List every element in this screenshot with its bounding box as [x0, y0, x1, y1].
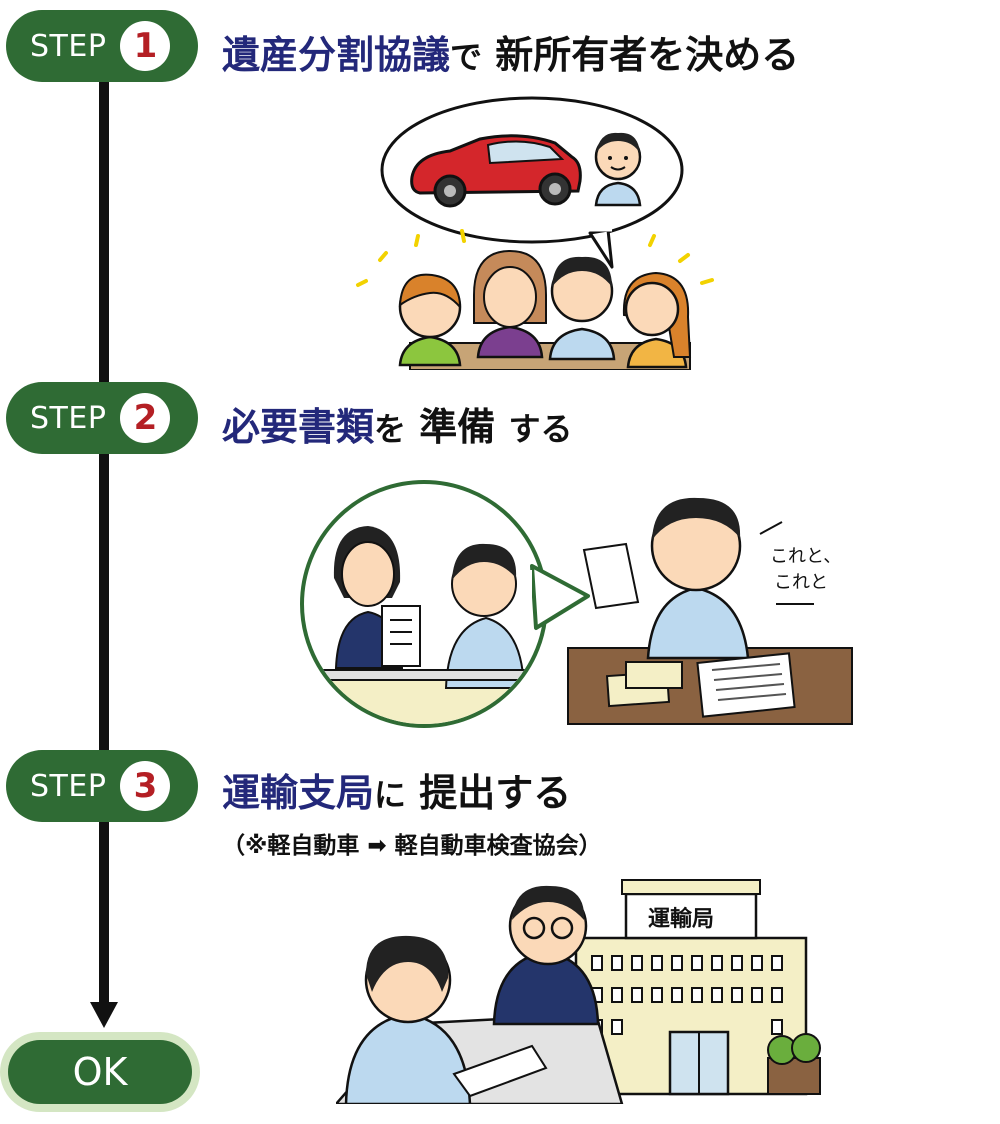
step-2-rest-b: する: [508, 410, 573, 448]
ok-badge-glow: OK: [0, 1032, 200, 1112]
step-1-family-meeting-illustration: [356, 96, 714, 370]
step-2-heading: 必要書類を 準備 する: [222, 396, 573, 451]
step-2-document-preparation-illustration: これと、 これと: [300, 480, 853, 728]
step-3-pill: STEP 3: [6, 750, 198, 822]
transport-office-building-icon: [574, 879, 808, 1096]
step-3-transport-office-illustration: 運輸局: [336, 879, 821, 1104]
step-1-particle: で: [450, 38, 483, 76]
man-at-desk-icon: [646, 497, 750, 660]
step-2-pill: STEP 2: [6, 382, 198, 454]
family-member-1-icon: [398, 273, 462, 367]
step-1-rest: 新所有者を決める: [495, 33, 800, 77]
envelope-2-icon: [625, 661, 683, 689]
step-3-particle: に: [374, 776, 407, 814]
building-sign: 運輸局: [648, 906, 714, 932]
family-member-3-icon: [548, 256, 616, 361]
held-paper-icon: [582, 542, 640, 610]
step-2-label: STEP: [30, 400, 107, 436]
step-3-keyword: 運輸支局: [222, 771, 375, 815]
step-2-rest-a: 準備: [419, 405, 496, 449]
visitor-icon: [344, 935, 472, 1104]
car-icon: [410, 134, 582, 208]
step-3-label: STEP: [30, 768, 107, 804]
family-member-4-icon: [622, 271, 692, 369]
step-1-pill: STEP 1: [6, 10, 198, 82]
officer-icon: [492, 885, 600, 1026]
step-3-rest: 提出する: [419, 771, 572, 815]
step-3-number: 3: [120, 761, 171, 811]
step-1-number: 1: [120, 21, 171, 71]
step-2-number: 2: [120, 393, 171, 443]
new-owner-icon: [594, 132, 642, 207]
memo-text-line-1: これと、: [770, 546, 841, 567]
document-icon: [381, 605, 421, 667]
memo-text-line-2: これと: [774, 572, 828, 593]
step-3-note: （※軽自動車 ➡ 軽自動車検査協会）: [222, 833, 602, 859]
step-2-keyword: 必要書類: [222, 405, 375, 449]
ok-badge: OK: [8, 1040, 192, 1104]
step-1-keyword: 遺産分割協議: [222, 33, 451, 77]
flow-line: [99, 60, 109, 1008]
flow-arrow-down-icon: [90, 1002, 118, 1028]
step-3-heading: 運輸支局に 提出する: [222, 762, 571, 817]
family-member-2-icon: [473, 249, 547, 359]
step-1-label: STEP: [30, 28, 107, 64]
step-1-heading: 遺産分割協議で 新所有者を決める: [222, 24, 799, 79]
submitted-document-icon: [452, 1044, 548, 1098]
step-2-particle: を: [374, 410, 407, 448]
